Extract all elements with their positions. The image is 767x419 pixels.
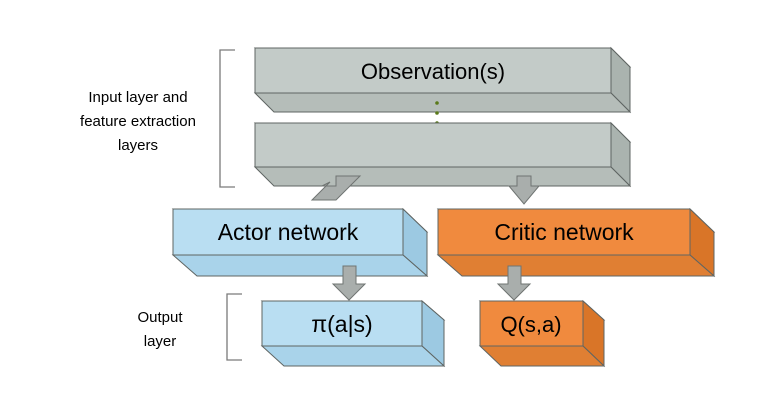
actor-network-label: Actor network [218, 219, 359, 245]
observation-block: Observation(s) [253, 46, 632, 114]
arrow-to-qvalue [496, 265, 532, 301]
output-label-line2: layer [144, 333, 177, 350]
output-bracket [226, 293, 242, 361]
qvalue-output-block: Q(s,a) [478, 299, 606, 368]
policy-label: π(a|s) [311, 311, 372, 337]
observation-label: Observation(s) [361, 59, 505, 84]
arrow-to-policy [331, 265, 367, 301]
arrow-to-actor [310, 175, 362, 201]
qvalue-label: Q(s,a) [500, 312, 561, 337]
feature-extraction-block [253, 121, 632, 188]
arrow-to-critic [507, 175, 541, 205]
critic-network-label: Critic network [494, 219, 634, 245]
critic-network-block: Critic network [436, 207, 716, 278]
actor-network-block: Actor network [171, 207, 429, 278]
input-label-line1: Input layer and [88, 89, 187, 106]
input-label-line2: feature extraction [80, 113, 196, 130]
input-label-line3: layers [118, 137, 158, 154]
input-bracket [219, 49, 235, 188]
policy-output-block: π(a|s) [260, 299, 446, 368]
output-label-line1: Output [137, 309, 183, 326]
